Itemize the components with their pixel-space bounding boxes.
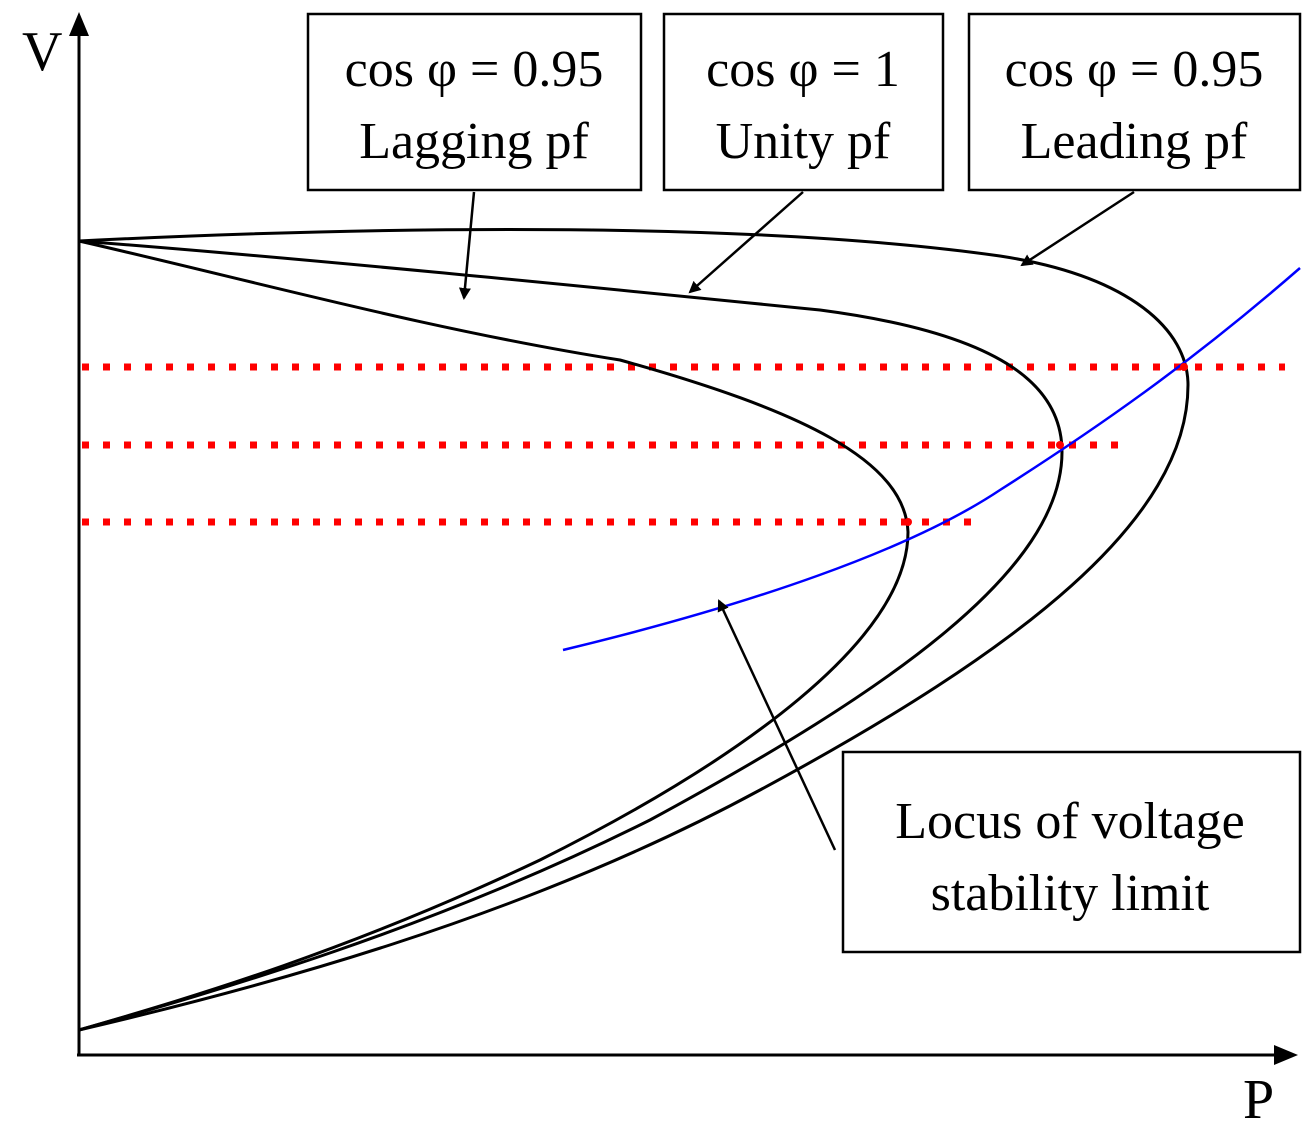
label-box-unity: cos φ = 1 Unity pf [662,12,945,192]
intersection-markers [904,363,1188,526]
curve-unity-pf [78,239,1064,1032]
curve-leading-pf [78,227,1190,1032]
pointer-arrows [458,190,1135,851]
intersection-marker-leading [1180,363,1188,371]
label-box-lagging-frame [306,12,643,192]
label-unity-line1: cos φ = 1 [706,41,900,98]
label-locus-line1: Locus of voltage [895,793,1244,850]
stability-limit-locus [562,267,1301,652]
label-leading-line2: Leading pf [1021,113,1248,170]
label-unity-line2: Unity pf [716,113,891,170]
x-axis-label: P [1243,1069,1274,1130]
label-locus-line2: stability limit [931,865,1210,922]
label-box-locus-frame [841,750,1302,954]
label-box-lagging: cos φ = 0.95 Lagging pf [306,12,643,192]
label-lagging-line1: cos φ = 0.95 [345,41,604,98]
arrow-unity [688,191,804,294]
y-axis-arrowhead [69,12,89,36]
label-box-leading-frame [967,12,1302,192]
arrow-leading [1020,190,1135,267]
intersection-marker-lagging [904,518,912,526]
label-box-locus: Locus of voltage stability limit [841,750,1302,954]
label-box-unity-frame [662,12,945,192]
axes: V P [22,12,1298,1130]
label-lagging-line2: Lagging pf [359,113,589,170]
reference-lines [82,363,1285,526]
label-box-leading: cos φ = 0.95 Leading pf [967,12,1302,192]
label-leading-line1: cos φ = 0.95 [1005,41,1264,98]
curve-lagging-pf [78,239,910,1032]
x-axis-arrowhead [1274,1045,1298,1065]
arrow-locus [717,599,837,851]
intersection-marker-unity [1056,441,1064,449]
y-axis-label: V [22,21,62,83]
arrow-lagging [458,191,476,300]
